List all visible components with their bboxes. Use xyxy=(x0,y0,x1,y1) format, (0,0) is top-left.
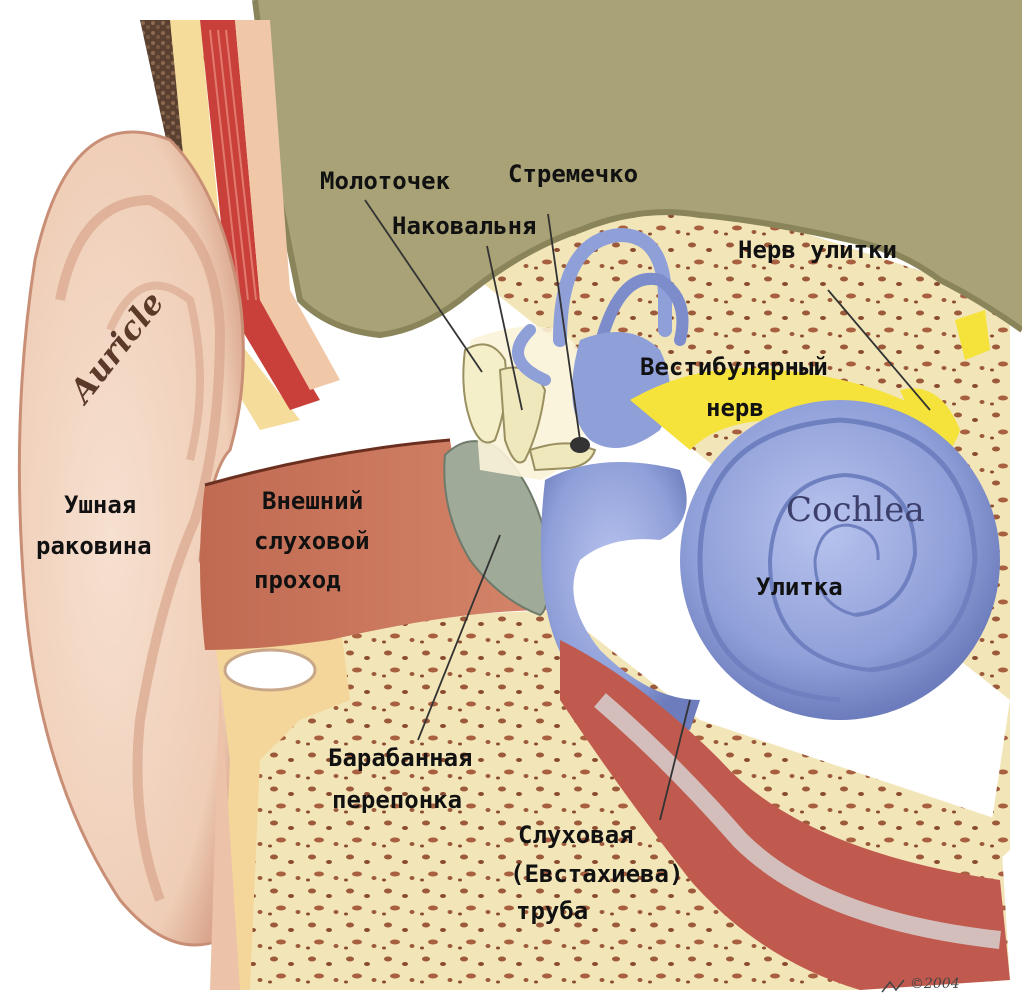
gland xyxy=(225,650,315,690)
label-ear-canal-line1: Внешний xyxy=(262,486,363,517)
label-stapes: Стремечко xyxy=(508,159,638,190)
label-eardrum-line2: перепонка xyxy=(332,785,462,816)
label-incus: Наковальня xyxy=(392,211,537,242)
label-ear-canal-line2: слуховой xyxy=(254,526,370,557)
label-cochlea-en: Cochlea xyxy=(786,490,925,530)
label-vestibular-nerve-line1: Вестибулярный xyxy=(640,352,828,383)
label-ear-canal-line3: проход xyxy=(254,565,341,596)
label-malleus: Молоточек xyxy=(320,166,450,197)
label-eardrum-line1: Барабанная xyxy=(328,743,473,774)
cochlea-spiral xyxy=(680,400,1000,720)
label-vestibular-nerve-line2: нерв xyxy=(706,393,764,424)
label-eustachian-line3: труба xyxy=(516,896,588,927)
label-auricle-ru-line2: раковина xyxy=(36,531,152,562)
label-eustachian-line2: (Евстахиева) xyxy=(510,859,683,890)
label-eustachian-line1: Слуховая xyxy=(518,820,634,851)
malleus-bone xyxy=(463,344,506,442)
signature-text: ©2004 xyxy=(910,976,960,992)
label-cochlear-nerve: Нерв улитки xyxy=(738,235,897,266)
label-auricle-ru-line1: Ушная xyxy=(64,490,136,521)
label-cochlea-ru: Улитка xyxy=(756,572,843,603)
